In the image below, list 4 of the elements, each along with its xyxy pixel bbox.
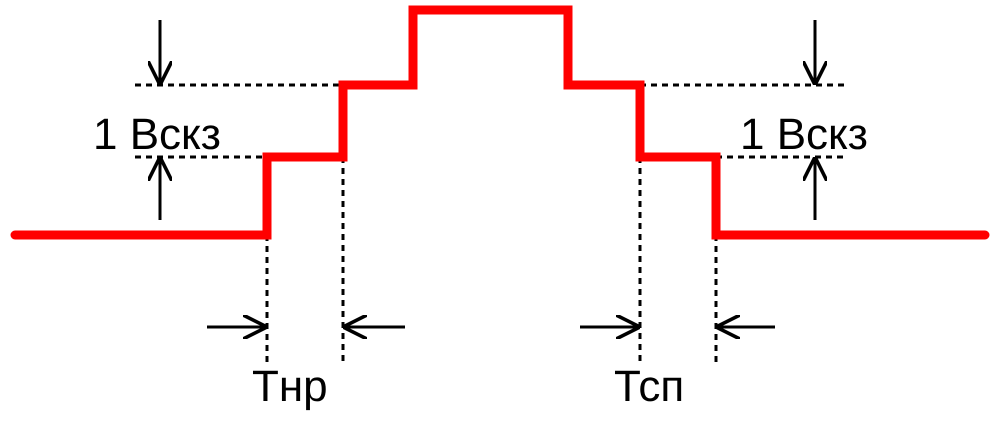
voltage-step-label: 1 Вскз bbox=[93, 113, 221, 157]
time-label: Тсп bbox=[614, 365, 684, 409]
time-label: Тнр bbox=[252, 365, 328, 409]
voltage-step-label: 1 Вскз bbox=[740, 113, 868, 157]
